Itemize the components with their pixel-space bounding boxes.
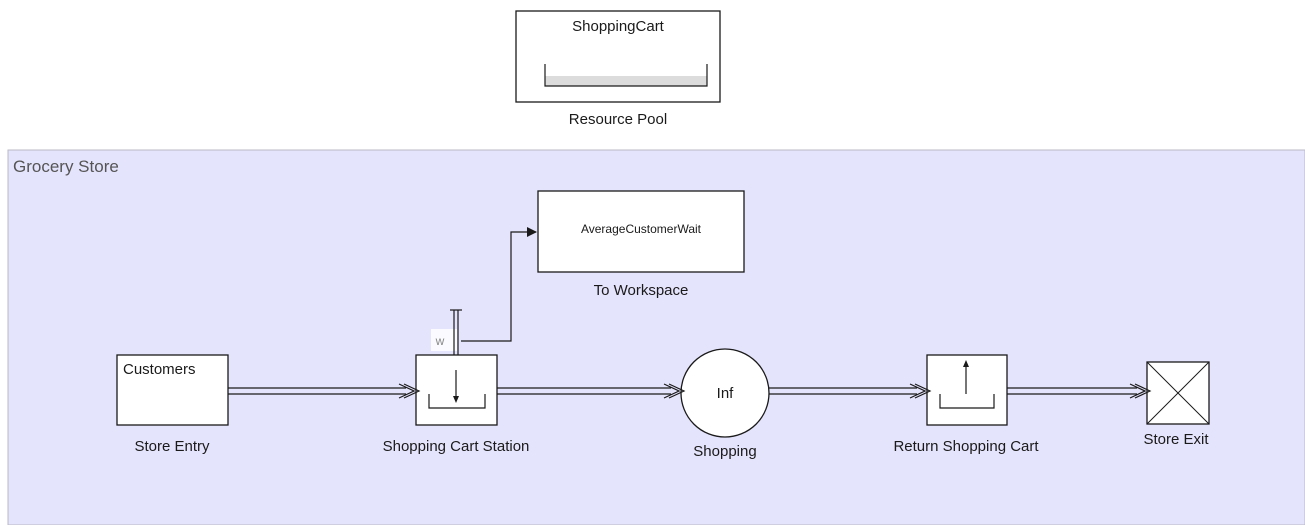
- port-label-bg: [431, 329, 457, 351]
- to-workspace-label: To Workspace: [594, 282, 689, 299]
- store-entry-box: [116, 354, 229, 426]
- resource-pool-block-text: ShoppingCart: [572, 18, 665, 35]
- store-entry-block[interactable]: Customers: [116, 354, 229, 426]
- resource-pool-icon: [544, 64, 708, 87]
- port-label: w: [435, 334, 445, 348]
- return-shopping-cart-label: Return Shopping Cart: [893, 438, 1039, 455]
- resource-pool-box: [515, 10, 721, 103]
- return-queue-icon: [939, 394, 995, 409]
- pool-container: [544, 64, 708, 87]
- signal-line-wait-to-workspace[interactable]: [461, 227, 537, 342]
- area-title: Grocery Store: [13, 157, 119, 176]
- chevron-right-icon: [663, 383, 681, 399]
- chevron-right-icon: [668, 383, 686, 399]
- store-entry-block-text: Customers: [123, 361, 196, 378]
- chevron-right-icon: [1129, 383, 1147, 399]
- to-workspace-box: [537, 190, 745, 273]
- shopping-block-text: Inf: [717, 385, 735, 402]
- station-queue-icon: [428, 394, 486, 409]
- store-exit-block[interactable]: [1146, 361, 1210, 425]
- station-wait-port[interactable]: w: [431, 309, 462, 355]
- entity-line-station-to-shopping[interactable]: [497, 383, 686, 399]
- exit-x-line-2: [1146, 361, 1210, 425]
- pool-fill: [545, 76, 707, 86]
- shopping-cart-station-label: Shopping Cart Station: [383, 438, 530, 455]
- shopping-cart-station-box: [415, 354, 498, 426]
- shopping-block[interactable]: Inf: [680, 348, 770, 438]
- up-arrow-icon: [963, 360, 969, 367]
- store-entry-label: Store Entry: [134, 438, 210, 455]
- chevron-right-icon: [1134, 383, 1152, 399]
- resource-pool-block[interactable]: ShoppingCart: [515, 10, 721, 103]
- entity-line-entry-to-station[interactable]: [228, 383, 421, 399]
- chevron-right-icon: [914, 383, 932, 399]
- down-arrow-icon: [453, 396, 459, 403]
- return-shopping-cart-block[interactable]: [926, 354, 1008, 426]
- to-workspace-block-text: AverageCustomerWait: [581, 222, 702, 236]
- chevron-right-icon: [403, 383, 421, 399]
- entity-line-return-to-exit[interactable]: [1007, 383, 1152, 399]
- resource-pool-label: Resource Pool: [569, 111, 667, 128]
- chevron-right-icon: [398, 383, 416, 399]
- entity-line-shopping-to-return[interactable]: [769, 383, 932, 399]
- shopping-cart-station-block[interactable]: [415, 354, 498, 426]
- to-workspace-block[interactable]: AverageCustomerWait: [537, 190, 745, 273]
- chevron-right-icon: [909, 383, 927, 399]
- store-exit-label: Store Exit: [1143, 431, 1209, 448]
- shopping-label: Shopping: [693, 443, 756, 460]
